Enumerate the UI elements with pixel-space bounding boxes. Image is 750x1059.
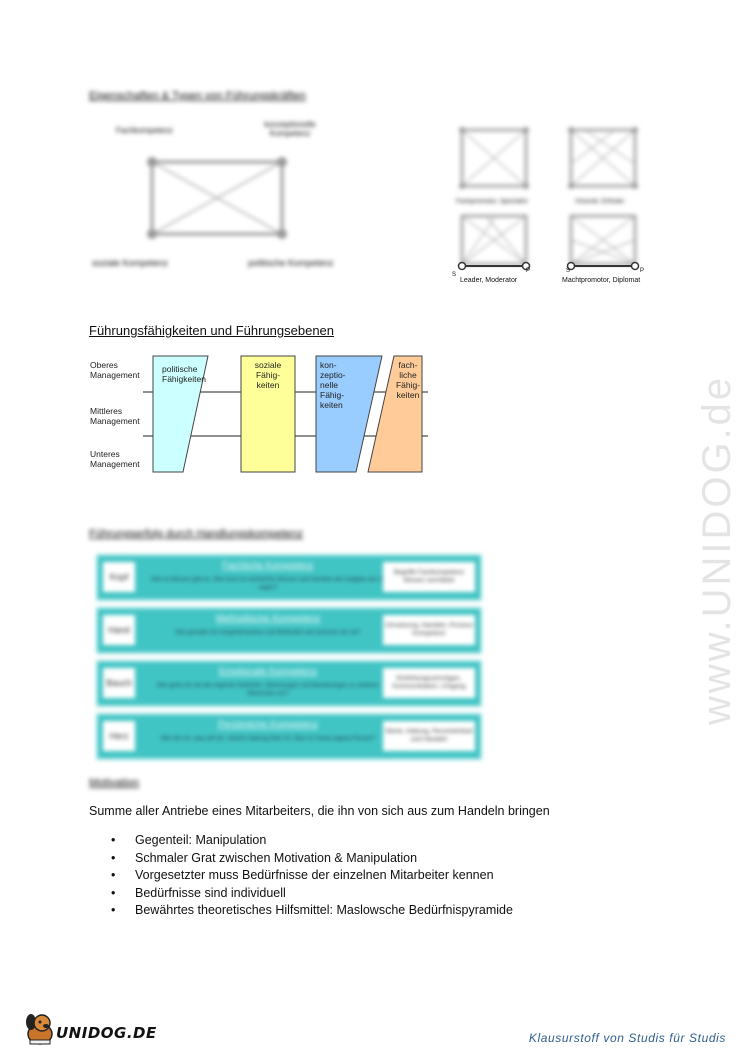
row-description: Wie gestalte ich Vorgehensweise und Meth…	[175, 630, 361, 636]
list-item-text: Gegenteil: Manipulation	[135, 833, 267, 847]
footer-logo[interactable]: UNIDOG.DE	[22, 1010, 157, 1048]
row-heading: Emotionale Kompetenz	[218, 666, 318, 677]
competence-row: Herz Persönliche Kompetenz Wer bin ich, …	[96, 713, 482, 760]
row-right-note: Einfühlungsvermögen, Kommunikation, Umga…	[383, 668, 475, 698]
motivation-definition: Summe aller Antriebe eines Mitarbeiters,…	[89, 804, 550, 818]
skill-technical: fach- liche Fähig- keiten	[395, 360, 421, 400]
skill-social: soziale Fähig- keiten	[254, 360, 282, 390]
skill-conceptual: kon- zeptio- nelle Fähig- keiten	[320, 360, 346, 410]
bullet-glyph: •	[111, 868, 116, 882]
row-description: Wer bin ich, was will ich, welche Haltun…	[160, 736, 376, 742]
skills-diagram: Oberes Management Mittleres Management U…	[88, 352, 433, 480]
section1-title: Eigenschaften & Typen von Führungskräfte…	[89, 90, 306, 102]
list-item: • Schmaler Grat zwischen Motivation & Man…	[111, 850, 655, 868]
row-left-label: Bauch	[103, 668, 135, 698]
dog-icon	[26, 1014, 53, 1045]
mini-diagram-1	[459, 127, 529, 189]
row-heading: Methodische Kompetenz	[215, 613, 321, 624]
list-item: • Vorgesetzter muss Bedürfnisse der einze…	[111, 867, 655, 885]
mini-corner-p-1: P	[526, 268, 531, 274]
competence-row: Hand Methodische Kompetenz Wie gestalte …	[96, 607, 482, 654]
mini-diagram-2	[568, 127, 638, 189]
skill-political: politische Fähigkeiten	[162, 364, 206, 384]
section3-title: Führungserfolg durch Handlungskompetenz	[89, 528, 304, 540]
mini-corner-p-2: P	[640, 268, 645, 274]
mini-caption-1: Fachpromotor, Spezialist	[456, 198, 528, 205]
footer-tagline: Klausurstoff von Studis für Studis	[528, 1031, 726, 1045]
mini-caption-2: Visionär, Erfinder	[575, 198, 625, 205]
row-left-label: Hand	[103, 615, 135, 645]
bullet-glyph: •	[111, 833, 116, 847]
competence-row: Kopf Fachliche Kompetenz Wie ist Wissen …	[96, 554, 482, 601]
watermark: www.UNIDOG.de	[695, 374, 739, 725]
label-bottom-left: soziale Kompetenz	[92, 258, 169, 268]
row-right-note: Werte, Haltung, Persönlichkeit und Hande…	[383, 721, 475, 751]
label-top-left: Fachkompetenz	[116, 126, 173, 135]
label-bottom-right: politische Kompetenz	[248, 258, 334, 268]
mini-diagrams: Fachpromotor, Spezialist Visionär, Erfin…	[450, 118, 660, 293]
level-middle: Mittleres Management	[90, 406, 140, 426]
list-item: • Bewährtes theoretisches Hilfsmittel: Ma…	[111, 902, 655, 920]
mini-diagram-3	[460, 214, 528, 266]
level-upper: Oberes Management	[90, 360, 140, 380]
mini-corner-s-2: S	[566, 268, 571, 274]
row-left-label: Kopf	[103, 562, 135, 592]
motivation-bullets: • Gegenteil: Manipulation • Schmaler Grat …	[111, 832, 655, 920]
mini-diagram-4-baseline	[566, 261, 640, 271]
row-heading: Persönliche Kompetenz	[217, 719, 319, 730]
list-item: • Gegenteil: Manipulation	[111, 832, 655, 850]
list-item-text: Bedürfnisse sind individuell	[135, 885, 286, 900]
bullet-glyph: •	[111, 850, 116, 865]
competence-rectangle	[147, 157, 287, 239]
mini-diagram-3-baseline	[457, 261, 531, 271]
section2-title: Führungsfähigkeiten und Führungsebenen	[89, 323, 335, 338]
label-top-right: konzeptionelle Kompetenz	[264, 120, 316, 138]
row-right-note: Begriffe Fachkompetenz Wissen vermitteln	[383, 562, 475, 592]
logo-text: UNIDOG.DE	[56, 1024, 157, 1042]
row-description: Wie ist Wissen gibt es, Wie hoch ist sac…	[151, 577, 385, 591]
mini-caption-4: Machtpromotor, Diplomat	[562, 277, 641, 284]
competence-panel: Kopf Fachliche Kompetenz Wie ist Wissen …	[88, 552, 488, 764]
section4-title: Motivation	[89, 777, 140, 789]
mini-diagram-4	[569, 214, 637, 266]
level-lower: Unteres Management	[90, 449, 140, 469]
competence-row: Bauch Emotionale Kompetenz Wie gehe ich …	[96, 660, 482, 707]
competence-diagram: Fachkompetenz konzeptionelle Kompetenz s…	[90, 118, 360, 278]
row-right-note: Umsetzung, Handeln, Prozess Kompetenz	[383, 615, 475, 645]
list-item-text: Bewährtes theoretisches Hilfsmittel: Mas…	[135, 903, 513, 917]
row-heading: Fachliche Kompetenz	[222, 560, 314, 571]
list-item: • Bedürfnisse sind individuell	[111, 885, 655, 903]
list-item-text: Vorgesetzter muss Bedürfnisse der einzel…	[135, 868, 494, 882]
row-description: Wie gehe ich mit den eigenen Gefühlen, S…	[156, 683, 380, 697]
bullet-glyph: •	[111, 903, 116, 917]
list-item-text: Schmaler Grat zwischen Motivation & Mani…	[135, 850, 418, 865]
bullet-glyph: •	[111, 885, 116, 900]
mini-caption-3: Leader, Moderator	[460, 277, 518, 284]
skill-shapes	[152, 355, 423, 473]
row-left-label: Herz	[103, 721, 135, 751]
mini-corner-s-1: S	[452, 272, 457, 278]
